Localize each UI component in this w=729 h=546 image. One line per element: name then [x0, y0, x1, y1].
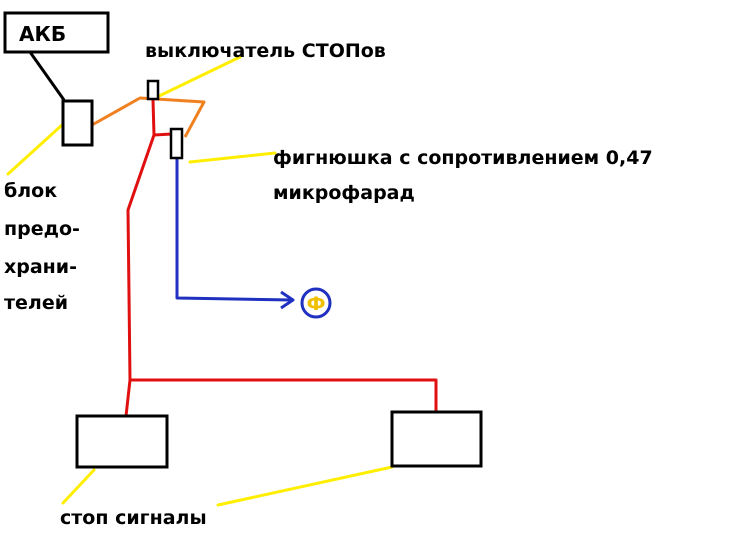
wire-blue-to-phase — [175, 158, 293, 302]
blue-arrow-head — [280, 290, 295, 310]
stop-lights-label: стоп сигналы — [60, 507, 207, 529]
switch-label: выключатель СТОПов — [145, 40, 386, 62]
pointer-stop-left — [61, 468, 96, 505]
fuse-label-line4: телей — [4, 292, 68, 314]
fuse-block-box — [61, 99, 94, 147]
fuse-label-line2: предо- — [4, 218, 80, 240]
wire-red-to-lights — [126, 99, 156, 381]
component-label-line2: микрофарад — [273, 182, 415, 204]
pointer-fuse-block — [6, 123, 64, 176]
battery-label: АКБ — [19, 22, 66, 46]
wire-red-switch-to-component — [153, 132, 173, 137]
red-wires — [124, 99, 438, 417]
wire-red-left-light — [124, 379, 132, 417]
phase-symbol: Ф — [307, 293, 326, 315]
pointer-lines — [6, 55, 394, 507]
blue-wire — [175, 158, 295, 310]
phase-circle — [300, 287, 332, 319]
stop-light-left — [75, 414, 169, 469]
stop-switch-box — [146, 79, 160, 101]
component-label-line1: фигнюшка с сопротивлением 0,47 — [273, 147, 653, 169]
pointer-component — [188, 151, 277, 164]
stop-light-right — [390, 410, 483, 468]
battery-box — [3, 11, 110, 54]
fuse-label-line1: блок — [4, 180, 57, 202]
wire-orange-feed — [91, 96, 206, 138]
component-box — [169, 127, 184, 160]
fuse-label-line3: храни- — [4, 256, 77, 278]
wire-battery-to-fuse — [28, 51, 66, 101]
pointer-switch — [155, 55, 242, 99]
wire-red-bus — [130, 378, 438, 412]
pointer-stop-right — [216, 465, 394, 507]
